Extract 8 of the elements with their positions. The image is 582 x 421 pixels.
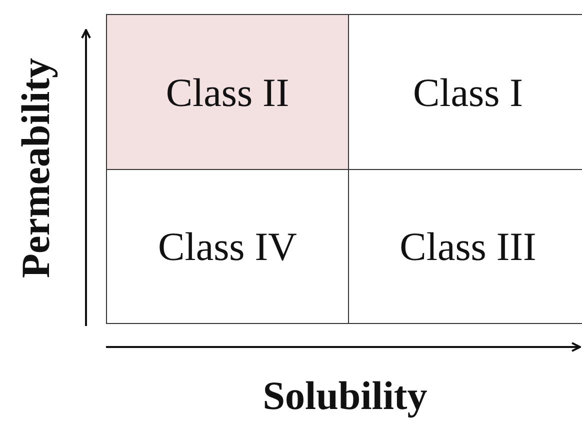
class-label: Class II xyxy=(166,68,290,116)
table-cell xyxy=(106,169,349,324)
class-label: Class IV xyxy=(158,223,297,270)
table-cell xyxy=(106,14,349,170)
axis-title: Permeability xyxy=(12,58,59,278)
axis-title: Solubility xyxy=(262,372,428,419)
class-label: Class III xyxy=(400,223,536,270)
class-label: Class I xyxy=(413,68,523,116)
